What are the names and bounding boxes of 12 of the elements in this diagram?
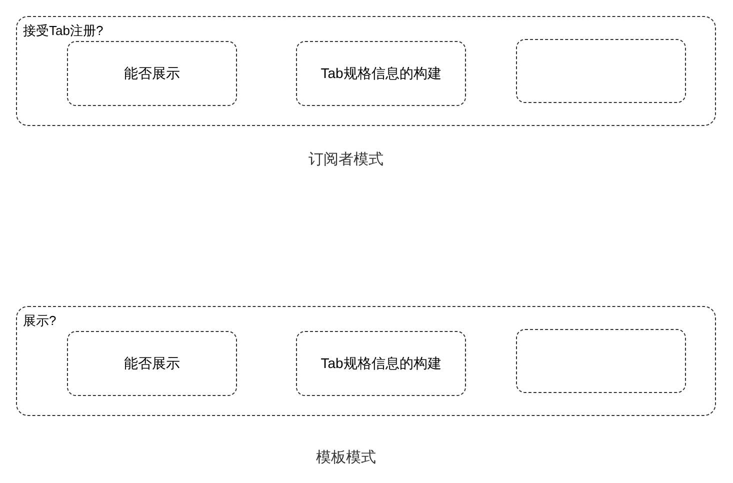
node-label: 模板模式: [316, 448, 376, 467]
process-box: 能否展示: [67, 331, 237, 396]
process-box: Tab规格信息的构建: [296, 41, 466, 106]
group-title: 接受Tab注册?: [23, 22, 104, 40]
process-box: 能否展示: [67, 41, 237, 106]
empty-box: [516, 329, 686, 393]
node-label: 订阅者模式: [308, 150, 384, 169]
empty-box: [516, 39, 686, 103]
group-box: [16, 306, 716, 416]
group-box: [16, 16, 716, 126]
group-title: 展示?: [23, 312, 56, 330]
process-box: Tab规格信息的构建: [296, 331, 466, 396]
